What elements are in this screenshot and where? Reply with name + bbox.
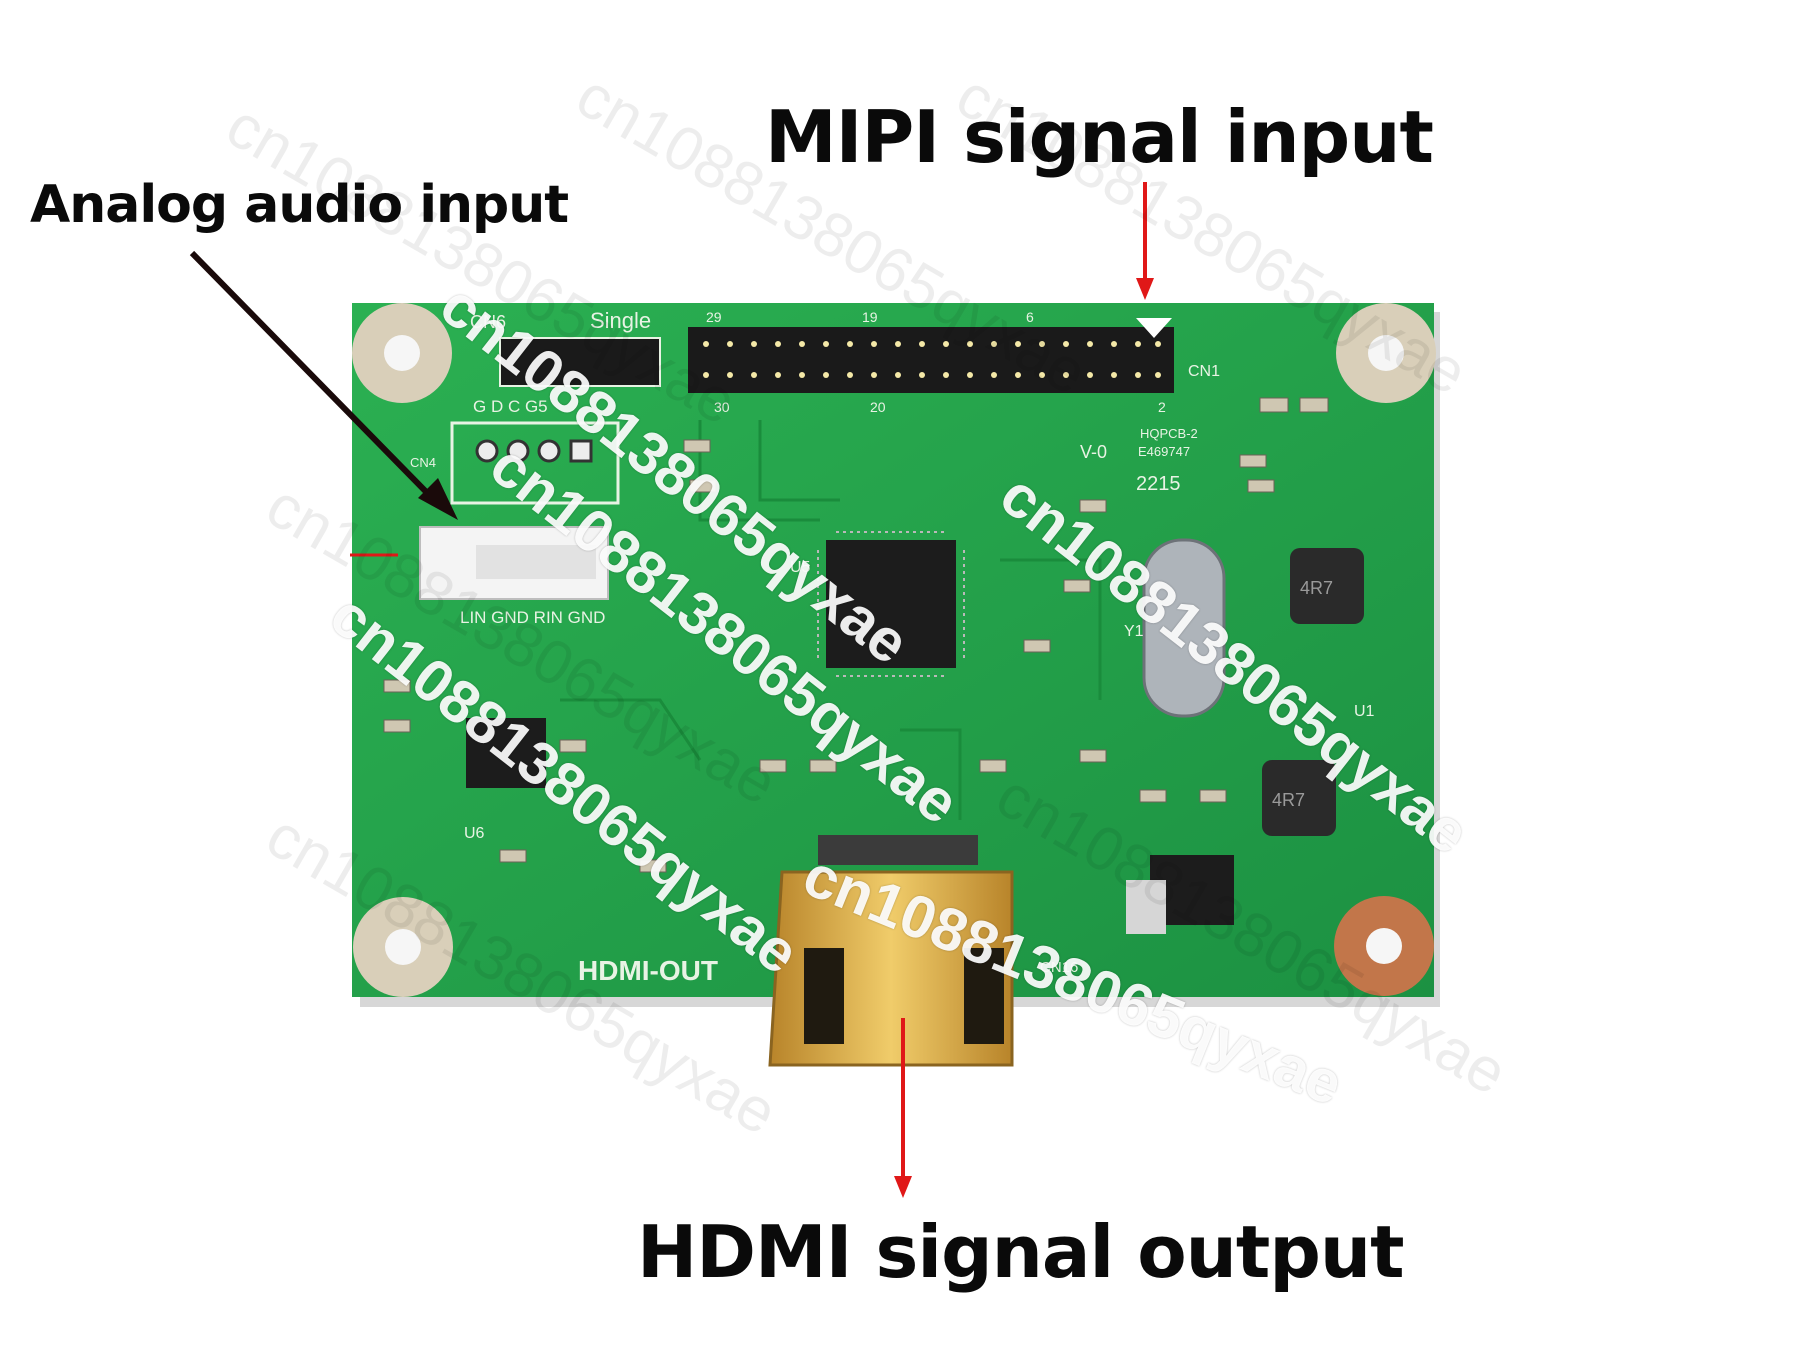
silk-pin-labels: G D C G5 [473,397,548,416]
silk-y1: Y1 [1124,623,1144,640]
silk-pin-20: 20 [870,399,886,415]
audio-arrow [189,250,458,520]
silk-pin-2: 2 [1158,399,1166,415]
silk-u5: U5 [790,559,811,576]
mount-hole-tl [352,303,452,403]
audio-ic-u6 [466,718,546,788]
inductor-marking-top: 4R7 [1300,578,1333,598]
silk-cn16: CN16 [1040,959,1078,976]
hdmi-signal-output-label: HDMI signal output [637,1210,1405,1294]
main-ic-u5 [826,540,956,668]
silk-cn1: CN1 [1188,363,1220,380]
analog-audio-input-label: Analog audio input [30,175,569,235]
silk-audio-pins: LIN GND RIN GND [460,608,605,627]
inductor-marking-bottom: 4R7 [1272,790,1305,810]
silk-u6: U6 [464,825,485,842]
inductor-bottom [1262,760,1336,836]
pin1-marker [1136,318,1172,338]
hdmi-arrow [894,1018,912,1198]
cn6-header [499,337,661,387]
mipi-arrow [1136,182,1154,300]
silk-cn4: CN4 [410,455,436,470]
mipi-signal-input-label: MIPI signal input [765,95,1434,179]
mount-hole-bl [353,897,453,997]
silk-ver: V-0 [1080,442,1107,462]
silk-e-code: E469747 [1138,444,1190,459]
silk-single: Single [590,308,651,333]
silk-u1: U1 [1354,703,1375,720]
mount-hole-tr [1336,303,1436,403]
silk-pin-6: 6 [1026,309,1034,325]
cn1-pin-header [688,327,1174,393]
hdmi-connector-pins [818,835,978,865]
cn4-connector [450,421,620,505]
silk-pin-19: 19 [862,309,878,325]
crystal-y1 [1142,538,1226,718]
silk-hdmi-out: HDMI-OUT [578,955,718,986]
silk-pin-29: 29 [706,309,722,325]
mount-hole-br [1334,896,1434,996]
silk-hqpcb: HQPCB-2 [1140,426,1198,441]
silk-pin-30: 30 [714,399,730,415]
silk-cn6: CN6 [470,312,506,332]
inductor-top [1290,548,1364,624]
silk-date-code: 2215 [1136,473,1181,495]
